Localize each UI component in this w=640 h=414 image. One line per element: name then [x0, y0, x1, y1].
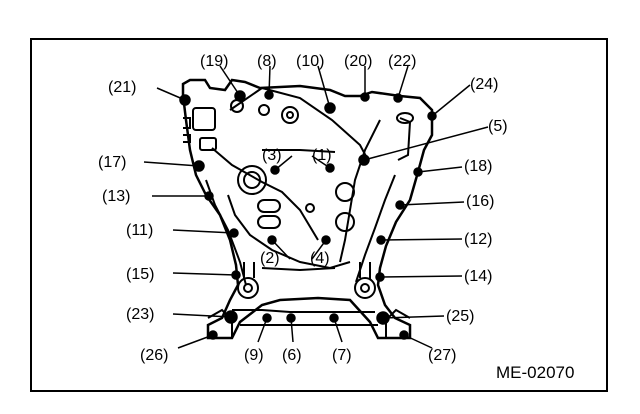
label-7: (7)	[332, 347, 352, 364]
label-5: (5)	[488, 118, 508, 135]
label-17: (17)	[98, 154, 126, 171]
label-26: (26)	[140, 347, 168, 364]
label-20: (20)	[344, 53, 372, 70]
diagram-frame	[30, 38, 608, 392]
label-22: (22)	[388, 53, 416, 70]
label-4: (4)	[310, 250, 330, 267]
callout-labels: (21) (19) (8) (10) (20) (22) (24) (5) (1…	[98, 53, 508, 364]
leader-lines	[143, 65, 489, 349]
bolt-markers	[179, 90, 437, 340]
label-18: (18)	[464, 158, 492, 175]
label-15: (15)	[126, 266, 154, 283]
label-27: (27)	[428, 347, 456, 364]
label-8: (8)	[257, 53, 277, 70]
label-16: (16)	[466, 193, 494, 210]
label-9: (9)	[244, 347, 264, 364]
diagram-code: ME-02070	[496, 363, 574, 382]
label-6: (6)	[282, 347, 302, 364]
label-14: (14)	[464, 268, 492, 285]
label-23: (23)	[126, 306, 154, 323]
label-1: (1)	[312, 147, 332, 164]
cover-body	[181, 78, 434, 340]
label-2: (2)	[260, 250, 280, 267]
label-3: (3)	[262, 147, 282, 164]
label-21: (21)	[108, 79, 136, 96]
label-12: (12)	[464, 231, 492, 248]
label-10: (10)	[296, 53, 324, 70]
label-13: (13)	[102, 188, 130, 205]
label-24: (24)	[470, 76, 498, 93]
label-25: (25)	[446, 308, 474, 325]
label-11: (11)	[126, 222, 153, 239]
label-19: (19)	[200, 53, 228, 70]
